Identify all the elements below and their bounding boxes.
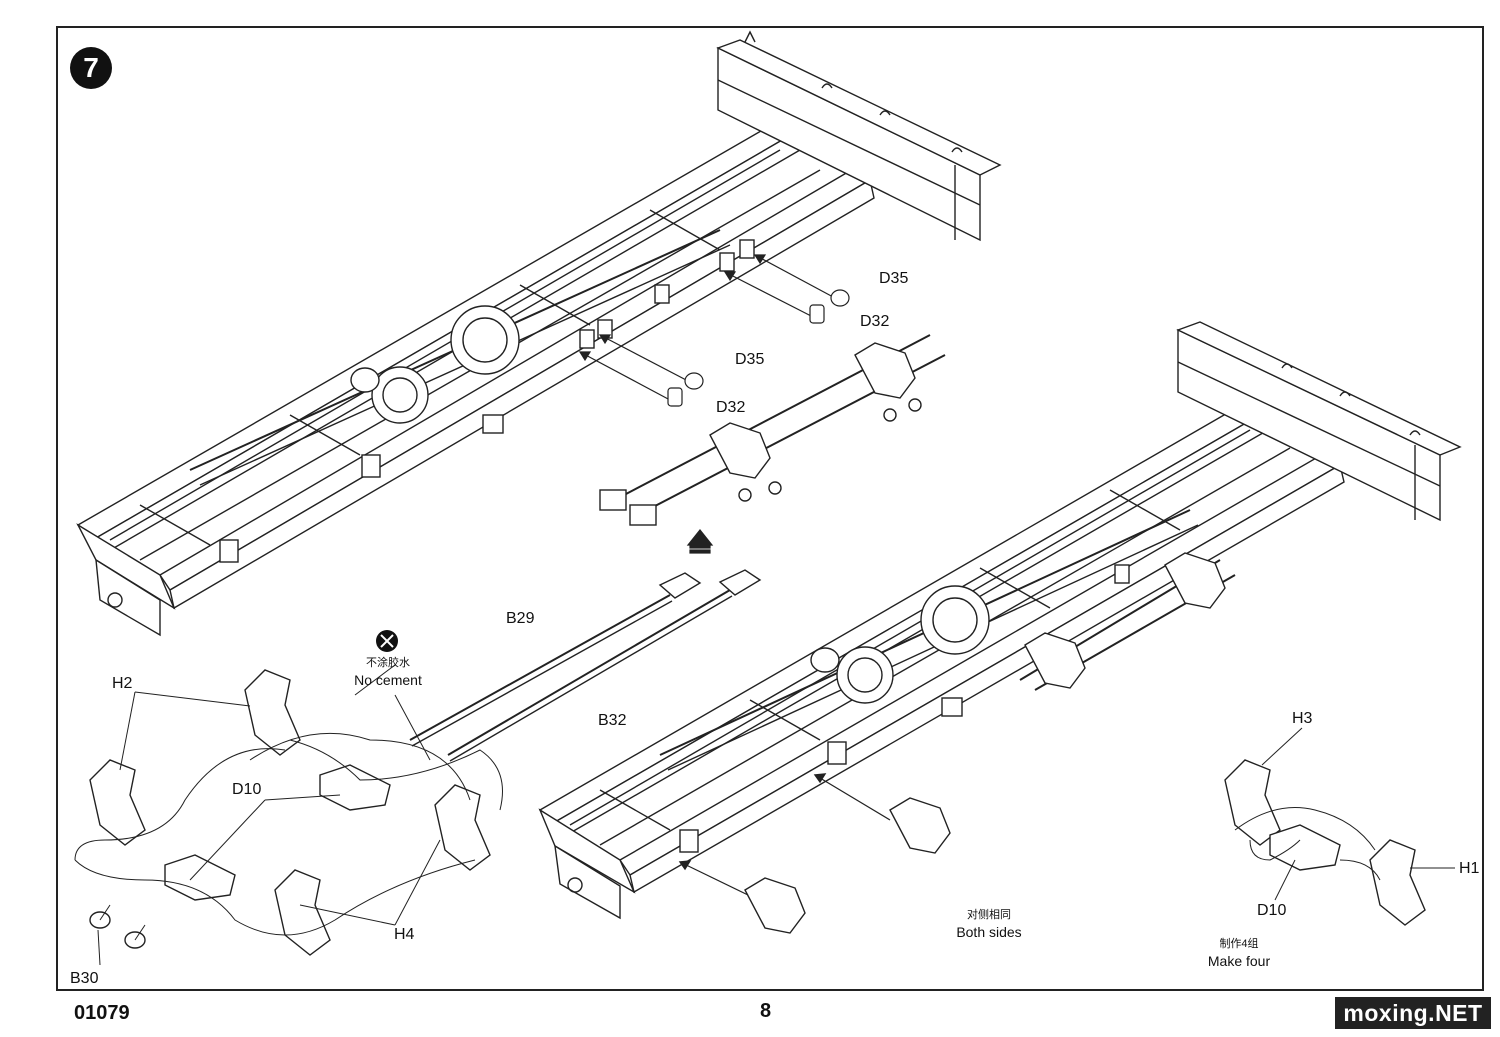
part-label-h4: H4 <box>394 926 415 943</box>
page-number: 8 <box>760 1000 772 1022</box>
both-sides-note-en: Both sides <box>956 924 1022 940</box>
part-label-d35-lower: D35 <box>735 351 765 368</box>
part-label-d10-left: D10 <box>232 781 262 798</box>
no-cement-icon <box>376 630 398 652</box>
make-four-note-cn: 制作4组 <box>1219 938 1259 950</box>
part-label-h1: H1 <box>1459 860 1480 877</box>
part-label-d10-right: D10 <box>1257 902 1287 919</box>
upper-assembly-arrows <box>578 254 850 554</box>
part-label-d32-lower: D32 <box>716 399 746 416</box>
part-label-b29: B29 <box>506 610 535 627</box>
rods-b29-b32 <box>409 569 762 762</box>
upper-chassis-frame <box>76 30 1002 637</box>
part-label-h3: H3 <box>1292 710 1313 727</box>
right-suspension-exploded <box>1224 727 1455 926</box>
make-four-note-en: Make four <box>1207 953 1271 969</box>
step-number-badge: 7 <box>70 47 112 89</box>
instruction-frame <box>56 26 1484 991</box>
part-label-d35-upper: D35 <box>879 270 909 287</box>
part-label-b30: B30 <box>70 970 99 987</box>
no-cement-note: 不涂胶水 No cement <box>345 655 431 689</box>
lower-suspension-arms <box>678 552 1236 934</box>
both-sides-note: 对侧相同 Both sides <box>944 907 1034 941</box>
upper-suspension-arms <box>599 334 946 526</box>
make-four-note: 制作4组 Make four <box>1196 936 1282 970</box>
no-cement-note-cn: 不涂胶水 <box>366 657 410 669</box>
left-suspension-exploded <box>74 664 503 966</box>
part-label-h2: H2 <box>112 675 133 692</box>
part-label-d32-upper: D32 <box>860 313 890 330</box>
watermark-logo: moxing.NET <box>1335 997 1491 1029</box>
no-cement-note-en: No cement <box>354 672 422 688</box>
lower-chassis-frame <box>538 321 1462 920</box>
kit-code: 01079 <box>74 1002 130 1024</box>
both-sides-note-cn: 对侧相同 <box>967 909 1011 921</box>
part-label-b32: B32 <box>598 712 627 729</box>
